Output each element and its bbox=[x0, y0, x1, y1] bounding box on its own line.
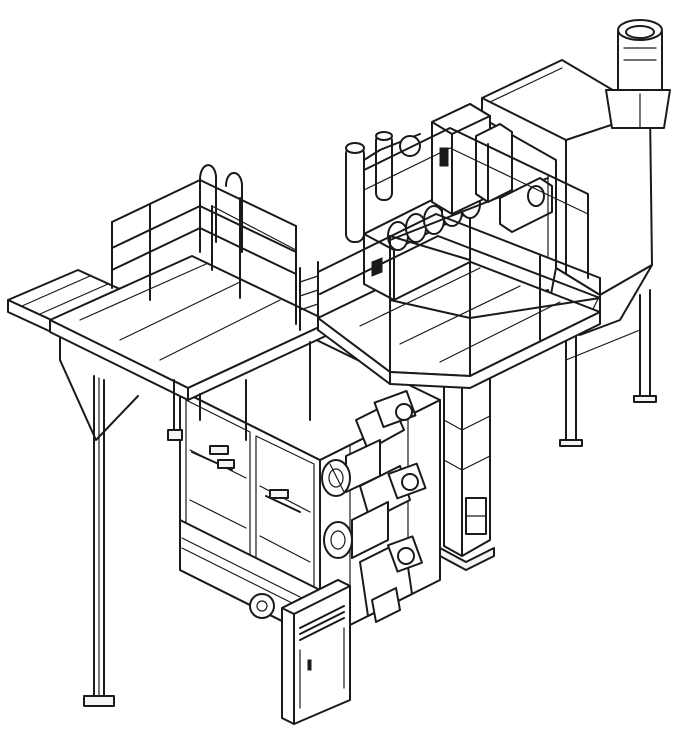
support-column-front bbox=[83, 375, 115, 707]
connecting-ladder bbox=[299, 261, 319, 331]
blast-wheel-motor-icon bbox=[321, 389, 417, 497]
right-handrail bbox=[317, 127, 601, 377]
electrical-cabinet-icon bbox=[281, 579, 351, 725]
main-deck bbox=[49, 255, 331, 441]
hanger-hooks bbox=[167, 379, 301, 513]
blast-wheel-motor-icon bbox=[359, 535, 424, 623]
fan-motor-icon bbox=[605, 19, 671, 129]
blast-wheel-motor-icon bbox=[323, 462, 427, 559]
left-handrail bbox=[111, 164, 297, 325]
